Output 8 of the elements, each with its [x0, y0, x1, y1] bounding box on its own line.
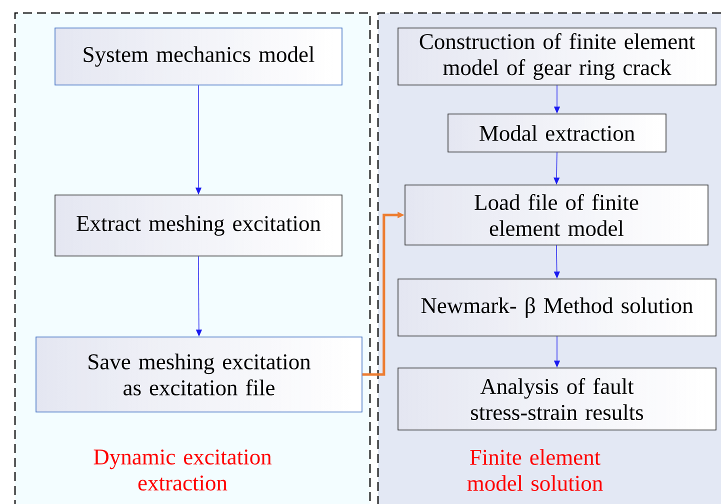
- process-box: Load file of finite element model: [404, 184, 708, 246]
- process-box: Analysis of fault stress-strain results: [398, 368, 716, 430]
- process-box: Extract meshing excitation: [54, 194, 342, 256]
- process-box: Newmark- β Method solution: [398, 278, 716, 336]
- process-box: Save meshing excitation as excitation file: [36, 336, 362, 412]
- process-box: Modal extraction: [448, 114, 666, 152]
- process-box: Construction of finite element model of gear ring crack: [398, 28, 716, 86]
- process-box: System mechanics model: [54, 28, 342, 86]
